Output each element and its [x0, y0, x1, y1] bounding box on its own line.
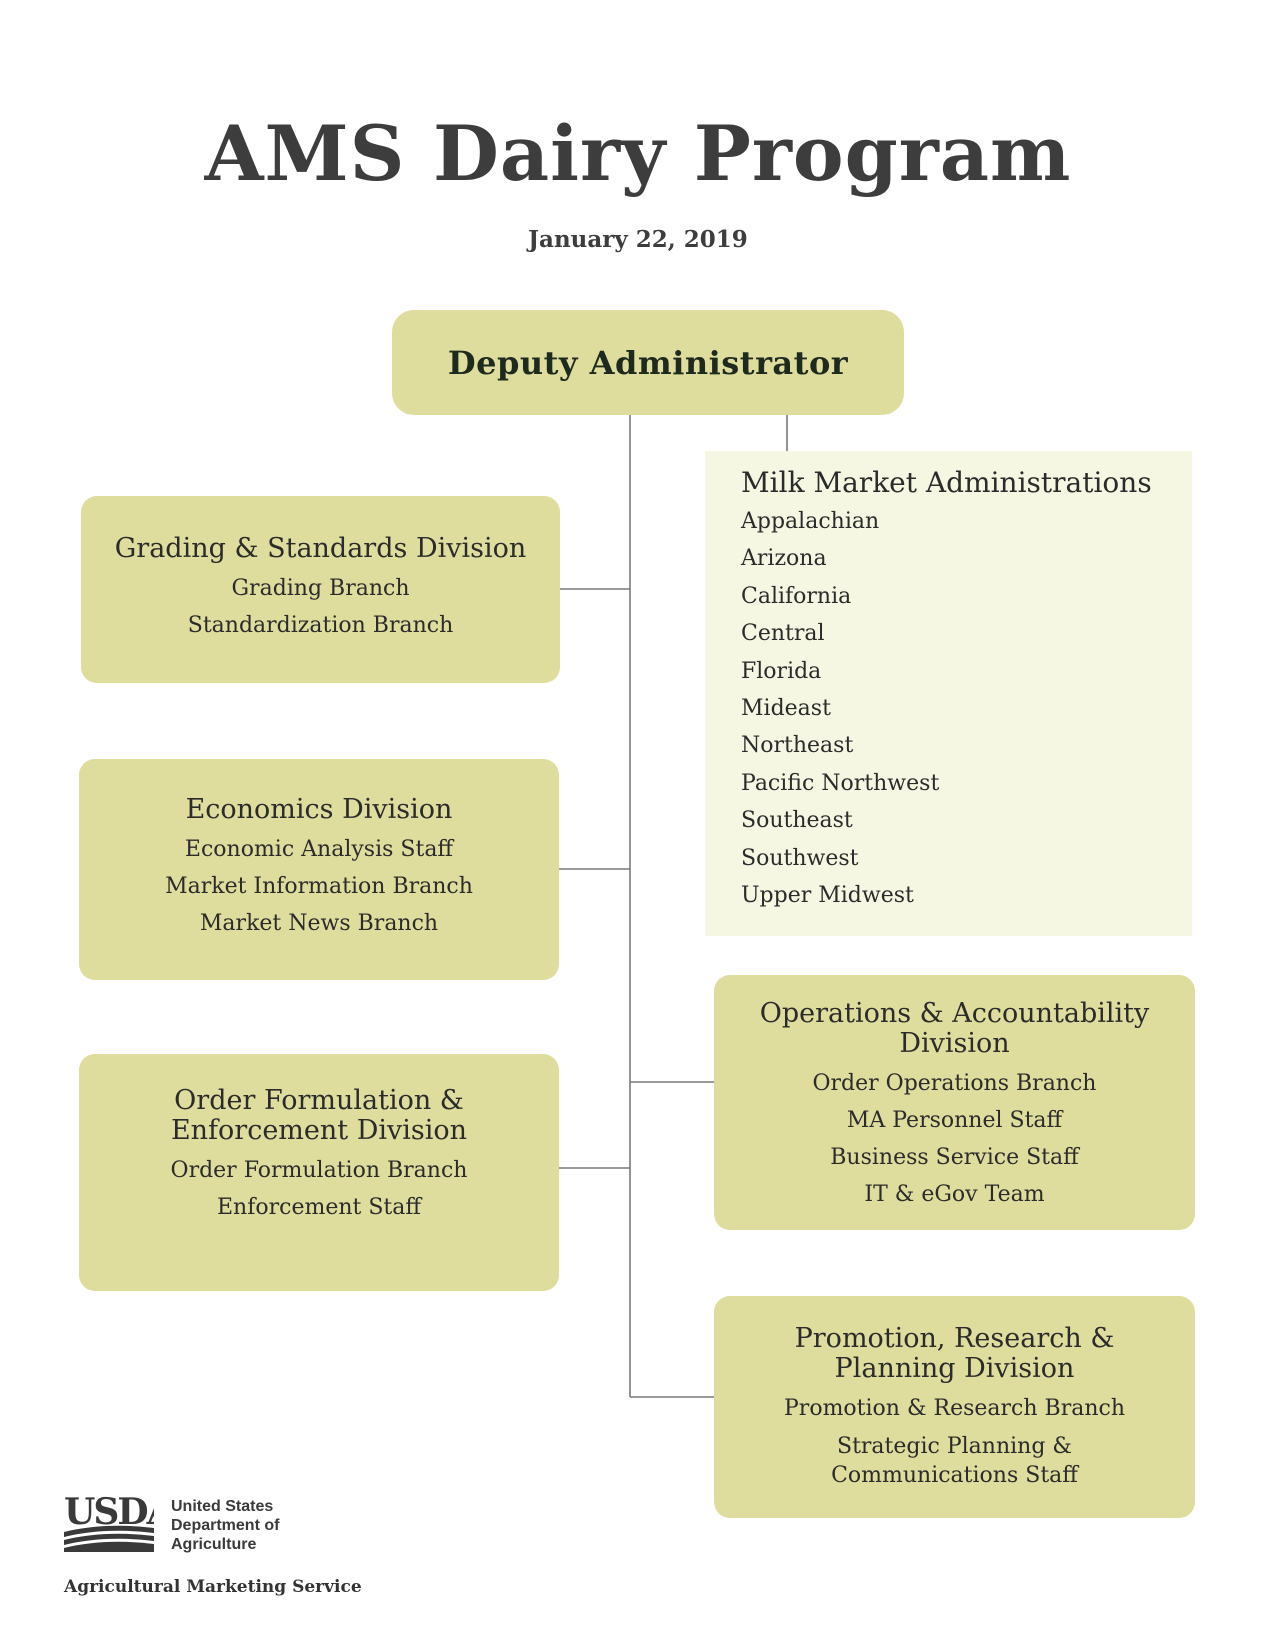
- mma-title: Milk Market Administrations: [741, 466, 1152, 499]
- mma-item: Upper Midwest: [741, 883, 914, 909]
- usda-logo-icon: USDA: [64, 1491, 154, 1552]
- deputy-administrator-box: Deputy Administrator: [392, 310, 904, 415]
- branch-item: Market News Branch: [199, 911, 439, 936]
- mma-item: Central: [741, 621, 825, 647]
- mma-item: California: [741, 583, 852, 609]
- division-title: Grading & Standards Division: [114, 533, 527, 564]
- division-title: Promotion, Research & Planning Division: [794, 1323, 1115, 1384]
- branch-item: IT & eGov Team: [864, 1182, 1045, 1207]
- mma-item: Mideast: [741, 696, 831, 722]
- branch-item: Promotion & Research Branch: [784, 1396, 1125, 1421]
- branch-item: Grading Branch: [231, 576, 410, 601]
- promotion-research-planning-division-box: Promotion, Research & Planning Division …: [714, 1296, 1195, 1518]
- division-title: Order Formulation & Enforcement Division: [170, 1085, 468, 1146]
- branch-item: Business Service Staff: [830, 1145, 1079, 1170]
- mma-item: Southwest: [741, 845, 859, 871]
- order-formulation-division-box: Order Formulation & Enforcement Division…: [79, 1054, 559, 1291]
- mma-item: Arizona: [741, 546, 827, 572]
- branch-item: Order Formulation Branch: [170, 1158, 468, 1183]
- branch-item: Strategic Planning & Communications Staf…: [831, 1434, 1078, 1488]
- branch-item: Enforcement Staff: [216, 1195, 421, 1220]
- economics-division-box: Economics Division Economic Analysis Sta…: [79, 759, 559, 980]
- division-title: Operations & Accountability Division: [759, 998, 1150, 1059]
- usda-department-name: United States Department of Agriculture: [171, 1498, 280, 1553]
- milk-market-administrations-box: Milk Market Administrations Appalachian …: [705, 451, 1192, 936]
- mma-item: Appalachian: [741, 509, 880, 534]
- branch-item: Economic Analysis Staff: [184, 837, 454, 862]
- branch-item: MA Personnel Staff: [846, 1108, 1063, 1133]
- mma-item: Northeast: [741, 733, 854, 759]
- mma-item: Pacific Northwest: [741, 770, 940, 796]
- chart-date: January 22, 2019: [528, 226, 748, 253]
- page-title: AMS Dairy Program: [204, 109, 1072, 198]
- branch-item: Order Operations Branch: [812, 1071, 1097, 1096]
- mma-item: Florida: [741, 658, 822, 684]
- branch-item: Market Information Branch: [165, 874, 473, 899]
- branch-item: Standardization Branch: [187, 613, 454, 638]
- operations-accountability-division-box: Operations & Accountability Division Ord…: [714, 975, 1195, 1230]
- agency-name: Agricultural Marketing Service: [64, 1577, 362, 1597]
- mma-item: Southeast: [741, 808, 853, 834]
- deputy-administrator-label: Deputy Administrator: [447, 343, 849, 382]
- division-title: Economics Division: [185, 794, 453, 825]
- grading-standards-division-box: Grading & Standards Division Grading Bra…: [81, 496, 560, 683]
